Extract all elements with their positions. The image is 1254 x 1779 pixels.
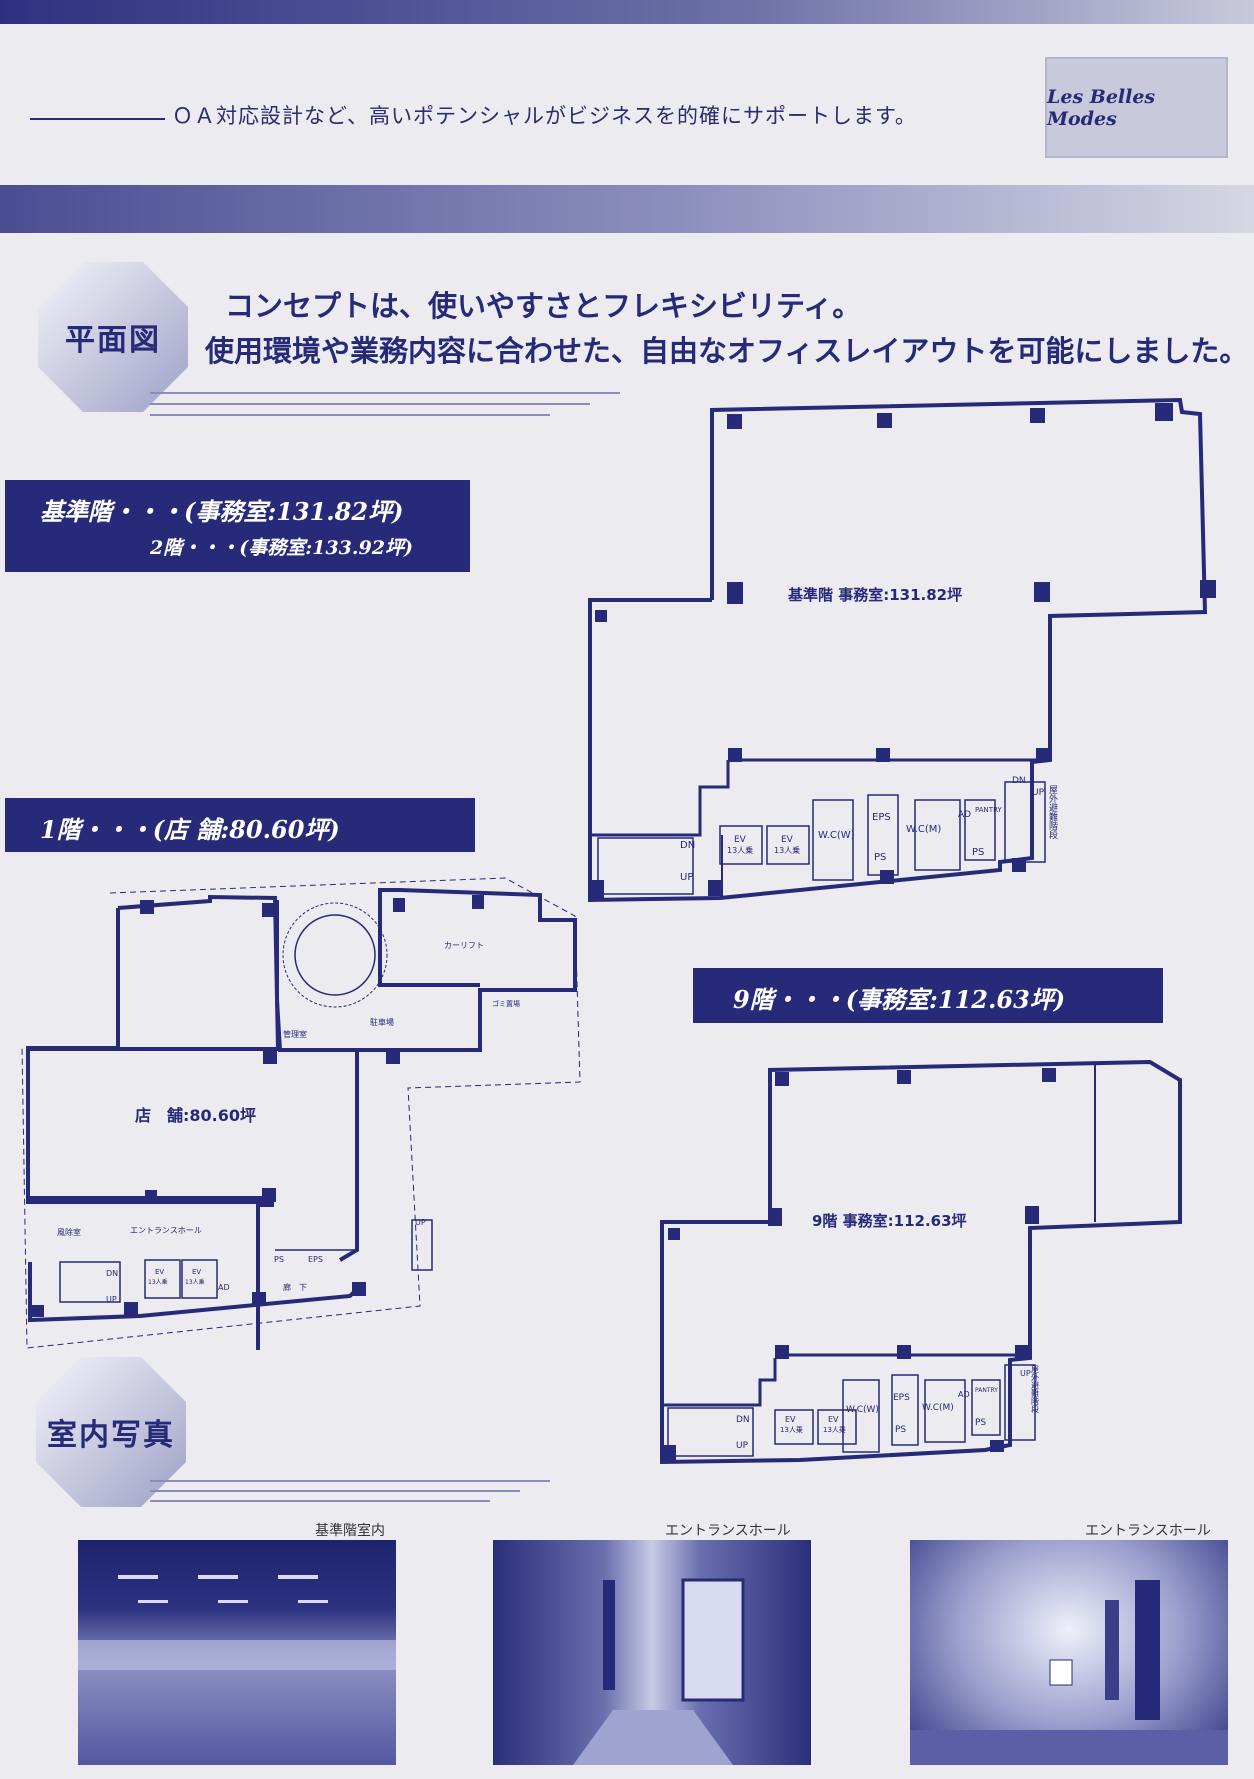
- ps-label: PS: [972, 847, 984, 858]
- pantry-label: PANTRY: [975, 806, 1002, 814]
- stair-dn-label: DN: [106, 1269, 118, 1278]
- stair-dn-label: DN: [680, 840, 695, 851]
- ad-label: AD: [218, 1283, 230, 1292]
- ninth-floor-banner: 9階・・・(事務室:112.63坪): [693, 968, 1163, 1023]
- escape-stair-label: 屋外避難階段: [1031, 1365, 1040, 1414]
- concept-line-1: コンセプトは、使いやすさとフレキシビリティ。: [225, 289, 862, 323]
- standard-floor-title: 基準階・・・(事務室:131.82坪): [40, 497, 404, 526]
- photo-caption: エントランスホール: [665, 1523, 791, 1539]
- divider: [150, 414, 550, 416]
- divider: [150, 392, 620, 394]
- divider: [150, 403, 590, 405]
- stair-up-label: UP: [680, 872, 693, 883]
- entrance-hall-label: エントランスホール: [130, 1226, 202, 1235]
- stair-dn-label: DN: [1012, 776, 1026, 786]
- eps-label: EPS: [308, 1255, 323, 1264]
- tagline: ＯＡ対応設計など、高いポテンシャルがビジネスを的確にサポートします。: [172, 104, 917, 128]
- floorplan-badge: 平面図: [38, 262, 188, 412]
- section-band: [0, 185, 1254, 233]
- photo-caption: 基準階室内: [315, 1523, 385, 1539]
- ps-label: PS: [895, 1425, 906, 1435]
- store-area-label: 店 舗:80.60坪: [135, 1106, 256, 1125]
- standard-floor-banner: 基準階・・・(事務室:131.82坪) 2階・・・(事務室:133.92坪): [5, 480, 470, 572]
- ev-label: EV: [192, 1268, 201, 1276]
- garbage-label: ゴミ置場: [492, 999, 520, 1008]
- tagline-rule: [30, 118, 165, 120]
- ad-label: AD: [958, 810, 971, 820]
- wc-men-label: W.C(M): [906, 824, 941, 835]
- eps-label: EPS: [872, 812, 891, 823]
- standard-floor-area-label: 基準階 事務室:131.82坪: [787, 586, 962, 604]
- ev-capacity-label: 13人乗: [774, 845, 800, 855]
- ev-capacity-label: 13人乗: [185, 1279, 205, 1286]
- management-room-label: 管理室: [283, 1029, 307, 1039]
- standard-floor-plan: 基準階 事務室:131.82坪 DN UP EV EV 13人乗 13人乗 W.…: [588, 397, 1216, 903]
- ev-capacity-label: 13人乗: [780, 1425, 803, 1434]
- ev-capacity-label: 13人乗: [823, 1425, 846, 1434]
- corridor-label: 廊 下: [283, 1282, 307, 1292]
- top-decor-bar: [0, 0, 1254, 24]
- ps-label: PS: [975, 1418, 986, 1428]
- ev-capacity-label: 13人乗: [727, 845, 753, 855]
- first-floor-banner: 1階・・・(店 舗:80.60坪): [5, 798, 475, 852]
- first-floor-plan: 店 舗:80.60坪 カーリフト ゴミ置場 駐車場 管理室 風除室 エントランス…: [21, 877, 581, 1350]
- divider: [150, 1500, 490, 1502]
- entrance-hall-photo: [493, 1540, 811, 1765]
- windbreak-room-label: 風除室: [57, 1227, 81, 1237]
- divider: [150, 1490, 520, 1492]
- ps-label: PS: [874, 852, 886, 863]
- stair-up-label: UP: [1032, 788, 1045, 798]
- ninth-floor-area-label: 9階 事務室:112.63坪: [812, 1212, 967, 1230]
- stair-up-label: UP: [736, 1441, 749, 1451]
- ev-label: EV: [785, 1415, 796, 1424]
- ev-label: EV: [828, 1415, 839, 1424]
- entrance-hall-photo-2: [910, 1540, 1228, 1765]
- ev-label: EV: [155, 1268, 164, 1276]
- ps-label: PS: [274, 1255, 284, 1264]
- wc-women-label: W.C(W): [846, 1405, 879, 1415]
- ad-label: AD: [958, 1390, 970, 1399]
- ev-label: EV: [781, 835, 794, 845]
- stair-up-label: UP: [106, 1295, 117, 1304]
- photo-caption: エントランスホール: [1085, 1523, 1211, 1539]
- ev-label: EV: [734, 835, 747, 845]
- photos-badge: 室内写真: [36, 1357, 186, 1507]
- pantry-label: PANTRY: [975, 1387, 998, 1394]
- concept-line-2: 使用環境や業務内容に合わせた、自由なオフィスレイアウトを可能にしました。: [205, 334, 1249, 368]
- stair-up-label: UP: [1020, 1369, 1031, 1378]
- stair-up-label: UP: [415, 1218, 426, 1227]
- eps-label: EPS: [893, 1393, 910, 1403]
- divider: [150, 1480, 550, 1482]
- office-interior-photo: [78, 1540, 396, 1765]
- parking-label: 駐車場: [370, 1017, 394, 1027]
- ev-capacity-label: 13人乗: [148, 1279, 168, 1286]
- car-lift-label: カーリフト: [444, 941, 484, 950]
- escape-stair-label: 屋外避難階段: [1047, 785, 1058, 840]
- stair-dn-label: DN: [736, 1415, 750, 1425]
- wc-men-label: W.C(M): [922, 1403, 954, 1413]
- brand-logo: Les Belles Modes: [1045, 57, 1228, 158]
- wc-women-label: W.C(W): [818, 830, 855, 841]
- second-floor-title: 2階・・・(事務室:133.92坪): [150, 537, 413, 559]
- ninth-floor-plan: 9階 事務室:112.63坪 DN UP EV EV 13人乗 13人乗 W.C…: [660, 1059, 1182, 1465]
